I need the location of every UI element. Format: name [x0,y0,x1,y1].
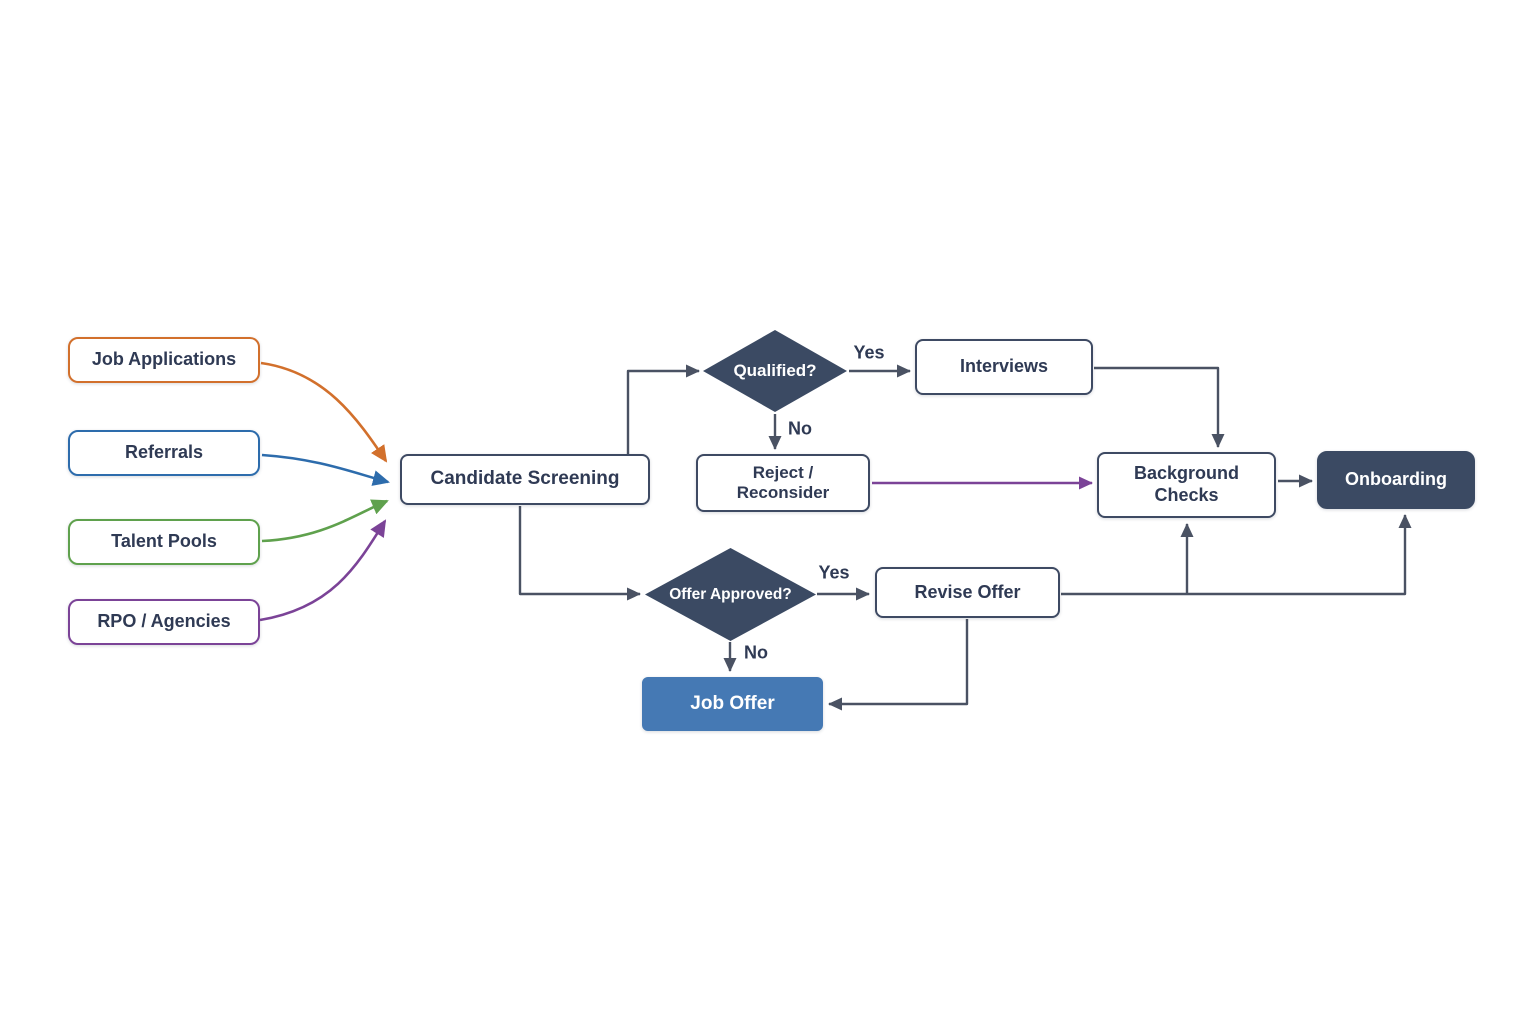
node-background-checks: Background Checks [1097,452,1276,518]
edge-interviews-to-background-checks [1094,366,1225,448]
node-interviews-label: Interviews [959,356,1049,377]
source-job-applications-label: Job Applications [91,349,237,370]
edge-label-qualified-yes: Yes [853,342,885,363]
decision-offer-approved-label: Offer Approved? [669,585,792,603]
node-background-checks-label: Background Checks [1133,463,1239,505]
source-talent-pools-label: Talent Pools [111,531,217,552]
decision-qualified-label: Qualified? [733,361,817,380]
source-job-applications: Job Applications [68,337,260,383]
node-revise-offer-label: Revise Offer [914,581,1021,602]
edge-revise-offer-to-onboarding [1061,514,1412,596]
node-job-offer: Job Offer [642,677,823,731]
node-interviews: Interviews [915,339,1093,395]
node-candidate-screening-label: Candidate Screening [430,468,620,490]
curve-referrals-to-screening [261,453,390,486]
curve-talent-pools-to-screening [261,499,389,543]
edge-screening-to-qualified [626,364,700,454]
edge-label-offer-approved-no: No [744,642,768,663]
source-referrals-label: Referrals [124,442,204,463]
curve-rpo-agencies-to-screening [259,519,387,622]
node-reject-reconsider: Reject / Reconsider [696,454,870,512]
node-reject-reconsider-label: Reject / Reconsider [736,462,830,502]
node-revise-offer: Revise Offer [875,567,1060,618]
edge-screening-to-offer-approved [518,506,641,601]
node-candidate-screening: Candidate Screening [400,454,650,505]
source-referrals: Referrals [68,430,260,476]
edge-label-qualified-no: No [788,418,812,439]
curve-job-applications-to-screening [260,361,388,463]
source-rpo-agencies: RPO / Agencies [68,599,260,645]
node-job-offer-label: Job Offer [690,692,775,714]
source-rpo-agencies-label: RPO / Agencies [97,611,231,632]
decision-offer-approved: Offer Approved? [645,548,816,641]
node-onboarding: Onboarding [1317,451,1475,509]
node-onboarding-label: Onboarding [1345,469,1447,490]
decision-qualified: Qualified? [703,330,847,412]
edge-revise-offer-to-job-offer [828,619,969,711]
edge-label-offer-approved-yes: Yes [818,562,850,583]
source-talent-pools: Talent Pools [68,519,260,565]
